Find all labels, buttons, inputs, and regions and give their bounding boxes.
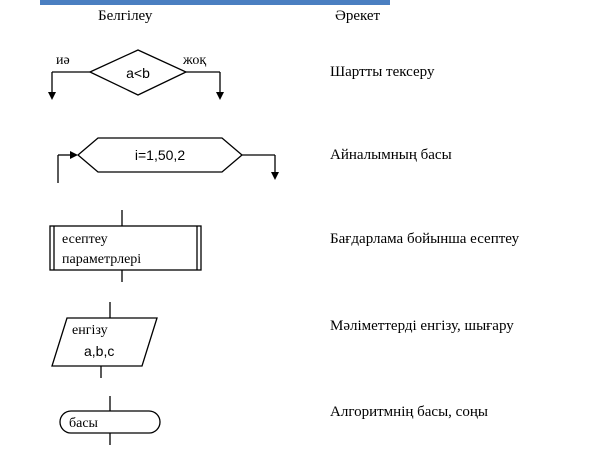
process-description: Бағдарлама бойынша есептеу: [330, 231, 520, 247]
terminator-symbol: басы: [59, 396, 161, 445]
decision-symbol: a<b иә жоқ: [48, 49, 224, 100]
terminator-text: басы: [69, 416, 99, 431]
process-text-line1: есептеу: [62, 232, 108, 247]
header-action: Әрекет: [335, 8, 381, 24]
loop-symbol: i=1,50,2: [57, 137, 279, 183]
io-text-line2: a,b,c: [84, 343, 114, 359]
process-symbol: есептеу параметрлері: [49, 210, 202, 282]
io-parallelogram: [51, 317, 158, 367]
decision-condition: a<b: [126, 65, 150, 81]
process-text-line2: параметрлері: [62, 252, 141, 267]
decision-description: Шартты тексеру: [330, 64, 435, 80]
decision-yes-label: иә: [56, 53, 70, 68]
io-text-line1: енгізу: [72, 323, 108, 338]
decision-no-label: жоқ: [182, 53, 206, 68]
loop-description: Айналымның басы: [330, 147, 452, 163]
loop-parameters: i=1,50,2: [135, 147, 185, 163]
io-description: Мәліметтерді енгізу, шығару: [330, 318, 514, 334]
header-symbol: Белгілеу: [98, 8, 153, 24]
terminator-description: Алгоритмнің басы, соңы: [330, 404, 488, 420]
process-box: [49, 225, 202, 271]
top-band: [40, 0, 390, 5]
io-symbol: енгізу a,b,c: [51, 302, 158, 378]
